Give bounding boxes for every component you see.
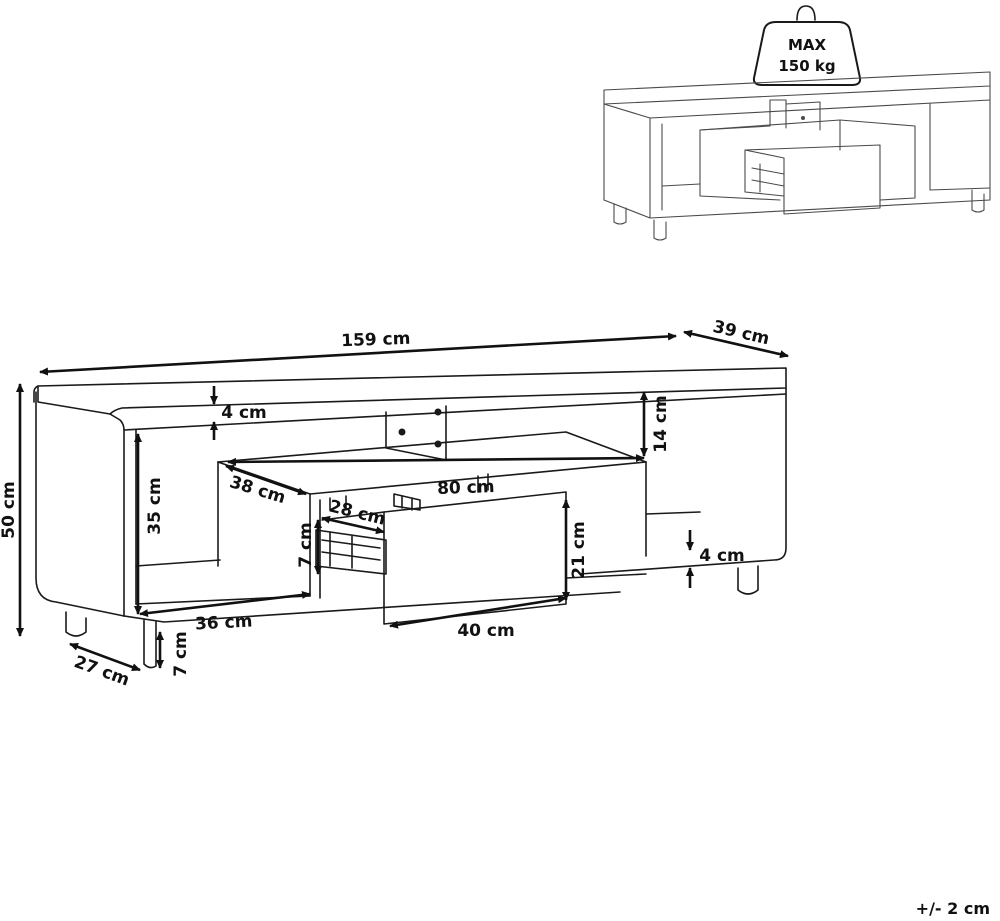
thumbnail-furniture-drawing: MAX 150 kg [603, 5, 991, 241]
dimension-labels: 159 cm 39 cm 50 cm 4 cm 14 cm 80 cm 35 c… [0, 317, 771, 691]
tolerance-note: +/- 2 cm [916, 899, 990, 918]
dim-leg-depth-label: 27 cm [71, 652, 132, 690]
dim-drawer-width-label: 40 cm [457, 621, 514, 641]
weight-badge-line1: MAX [788, 36, 827, 54]
dimension-arrows [16, 329, 789, 672]
dim-slide-height-label: 7 cm [296, 522, 316, 568]
dim-bottom-thickness-label: 4 cm [699, 546, 745, 566]
dim-leg-height-label: 7 cm [171, 631, 191, 677]
dim-side-width-label: 36 cm [195, 612, 253, 635]
dim-upper-gap-label: 14 cm [651, 395, 671, 452]
dim-height-label: 50 cm [0, 481, 19, 538]
dim-drawer-front-height-label: 21 cm [569, 521, 589, 578]
dim-width-label: 159 cm [341, 329, 411, 351]
weight-badge-line2: 150 kg [778, 57, 835, 75]
dim-side-height-label: 35 cm [145, 477, 165, 534]
weight-icon: MAX 150 kg [752, 5, 862, 86]
dim-center-width-label: 80 cm [437, 477, 495, 499]
dim-top-thickness-label: 4 cm [221, 403, 267, 423]
